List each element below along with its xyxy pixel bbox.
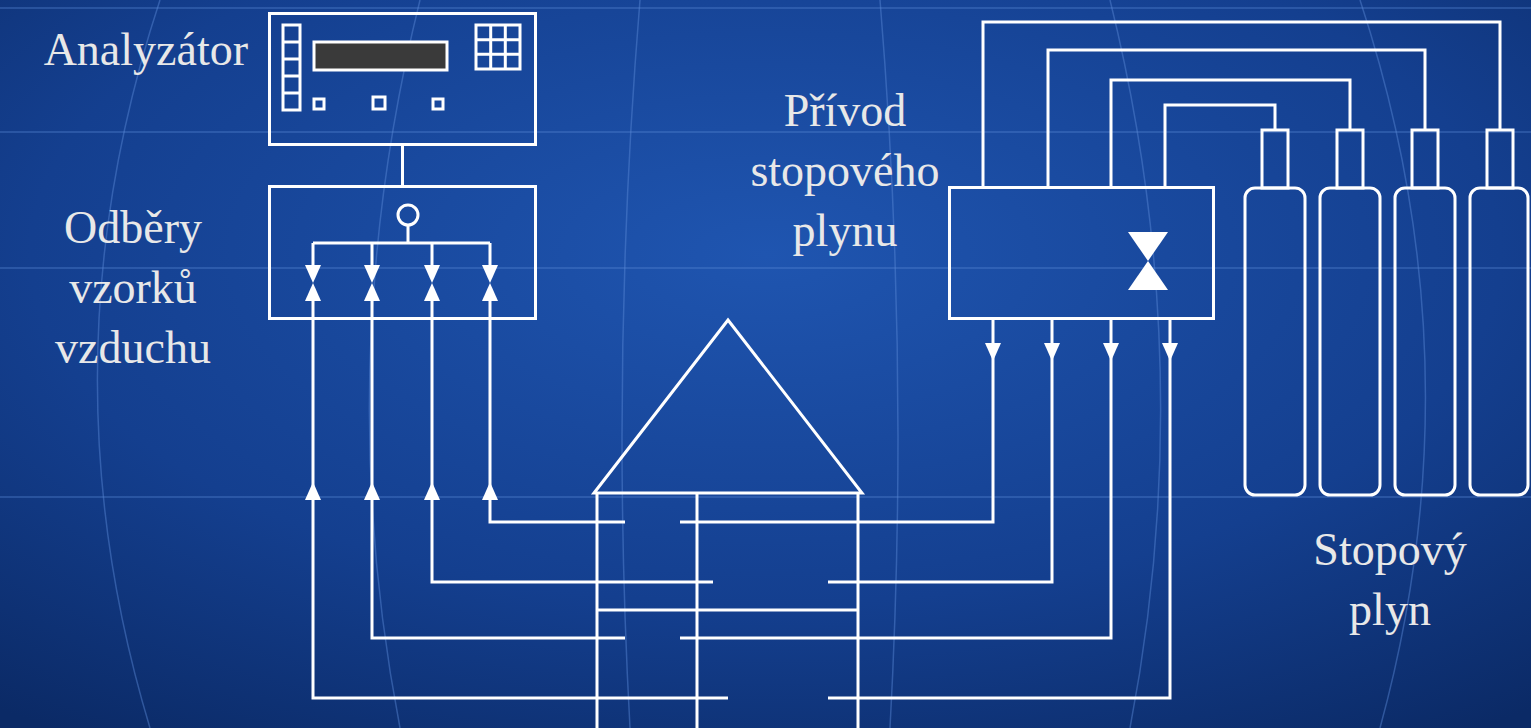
gas-supply-box: Přívod stopového plynu xyxy=(948,186,1215,320)
gas-feed-line xyxy=(1048,50,1425,186)
panel-button xyxy=(314,99,324,109)
indicator-bar-divisions xyxy=(283,42,300,93)
flow-arrow xyxy=(482,482,498,500)
grid-line xyxy=(622,0,640,728)
valve-symbol xyxy=(305,283,321,301)
manifold-line xyxy=(313,225,490,265)
dosing-pipe xyxy=(828,320,1052,582)
flow-arrow xyxy=(1162,343,1178,361)
flow-arrow xyxy=(424,482,440,500)
cylinder-neck xyxy=(1337,130,1363,188)
keypad-grid xyxy=(476,25,520,69)
valve-symbol xyxy=(364,265,380,283)
valve-symbol xyxy=(482,283,498,301)
cylinder-label: Stopový plyn xyxy=(1290,520,1490,640)
flow-arrow xyxy=(985,343,1001,361)
indicator-bar xyxy=(283,25,300,110)
dosing-valve xyxy=(1128,232,1168,261)
sampling-pipe xyxy=(372,300,625,638)
panel-button xyxy=(373,97,385,109)
grid-line xyxy=(1110,0,1161,728)
gas-cylinder xyxy=(1470,188,1528,495)
grid-line xyxy=(0,7,1531,9)
sampling-pipe xyxy=(432,300,713,582)
gas-cylinder xyxy=(1320,188,1380,495)
connector-line xyxy=(401,146,404,185)
panel-button xyxy=(433,99,443,109)
grid-line xyxy=(0,131,1531,133)
dosing-pipe xyxy=(680,320,1111,638)
gas-feed-line xyxy=(983,22,1500,186)
valve-symbol xyxy=(424,265,440,283)
grid-line xyxy=(0,496,1531,498)
gas-cylinder xyxy=(1395,188,1455,495)
dosing-valve xyxy=(1128,261,1168,290)
flow-arrow xyxy=(1044,343,1060,361)
valve-symbol xyxy=(482,265,498,283)
house-walls xyxy=(597,493,858,728)
keypad xyxy=(476,25,520,69)
node-heading: Odběry vzorků vzduchu xyxy=(13,198,253,378)
flow-arrow xyxy=(1103,343,1119,361)
analyzer-box: Analyzátor xyxy=(268,12,537,146)
grid-line xyxy=(369,0,420,728)
sampling-pipe xyxy=(313,300,728,698)
flow-arrow xyxy=(305,482,321,500)
gas-feed-line xyxy=(1165,105,1275,186)
cylinder-neck xyxy=(1262,130,1288,188)
valve-symbol xyxy=(305,265,321,283)
sampling-box: Odběry vzorků vzduchu xyxy=(268,185,537,320)
node-heading: Přívod stopového plynu xyxy=(725,81,965,261)
dosing-pipe xyxy=(828,320,1170,698)
gas-cylinder xyxy=(1245,188,1305,495)
house-roof xyxy=(594,320,862,493)
flow-arrow xyxy=(364,482,380,500)
grid-line xyxy=(0,267,1531,269)
gas-feed-line xyxy=(1111,80,1350,186)
valve-symbol xyxy=(424,283,440,301)
sampling-pump xyxy=(398,205,418,225)
sampling-pipe xyxy=(490,300,625,522)
cylinder-neck xyxy=(1487,130,1513,188)
display-screen xyxy=(314,42,447,70)
node-heading: Analyzátor xyxy=(8,20,248,80)
cylinder-neck xyxy=(1412,130,1438,188)
valve-symbol xyxy=(364,283,380,301)
